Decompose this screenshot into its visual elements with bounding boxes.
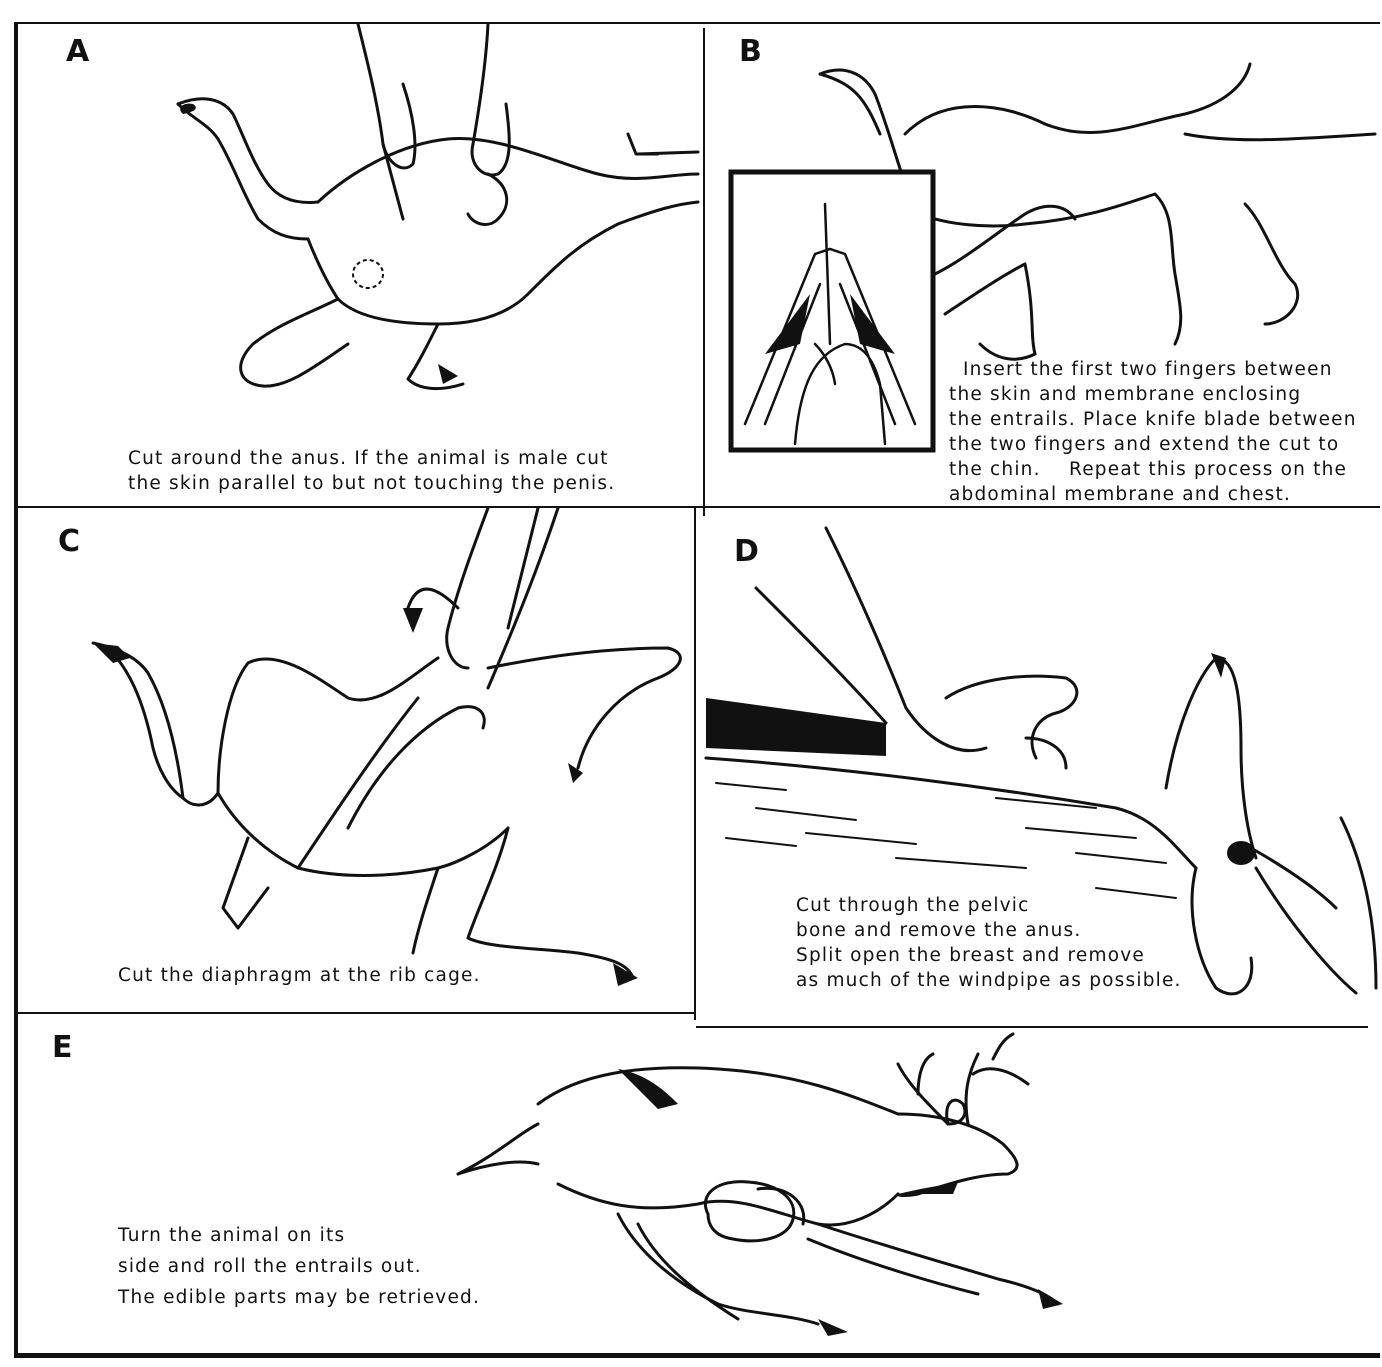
deer-diaphragm-illustration <box>18 508 694 1012</box>
caption-b-line-6: abdominal membrane and chest. <box>949 482 1357 507</box>
deer-belly-up-illustration <box>18 24 703 506</box>
caption-b-line-1: Insert the first two fingers between <box>949 357 1357 382</box>
caption-b-line-3: the entrails. Place knife blade between <box>949 407 1357 432</box>
caption-a: Cut around the anus. If the animal is ma… <box>128 446 615 496</box>
caption-b-line-5: the chin. Repeat this process on the <box>949 457 1357 482</box>
caption-a-line-1: Cut around the anus. If the animal is ma… <box>128 446 615 471</box>
caption-d-line-4: as much of the windpipe as possible. <box>796 968 1182 993</box>
caption-d-line-1: Cut through the pelvic <box>796 893 1182 918</box>
panel-a: A Cut around the anus. If the animal is … <box>18 24 703 506</box>
panel-e: E <box>18 1014 1380 1354</box>
caption-e-line-2: side and roll the entrails out. <box>118 1251 480 1282</box>
caption-b-line-4: the two fingers and extend the cut to <box>949 432 1357 457</box>
caption-a-line-2: the skin parallel to but not touching th… <box>128 471 615 496</box>
panel-d: D <box>696 508 1380 1026</box>
caption-c-line-1: Cut the diaphragm at the rib cage. <box>118 963 481 988</box>
caption-b-line-2: the skin and membrane enclosing <box>949 382 1357 407</box>
caption-e-line-3: The edible parts may be retrieved. <box>118 1282 480 1313</box>
caption-d-line-3: Split open the breast and remove <box>796 943 1182 968</box>
caption-d-line-2: bone and remove the anus. <box>796 918 1182 943</box>
panel-b: B Insert the f <box>705 24 1380 506</box>
panel-c: C Cut the <box>18 508 694 1012</box>
caption-e-line-1: Turn the animal on its <box>118 1220 480 1251</box>
caption-c: Cut the diaphragm at the rib cage. <box>118 963 481 988</box>
caption-e: Turn the animal on its side and roll the… <box>118 1220 480 1313</box>
caption-b: Insert the first two fingers between the… <box>949 357 1357 507</box>
caption-d: Cut through the pelvic bone and remove t… <box>796 893 1182 993</box>
